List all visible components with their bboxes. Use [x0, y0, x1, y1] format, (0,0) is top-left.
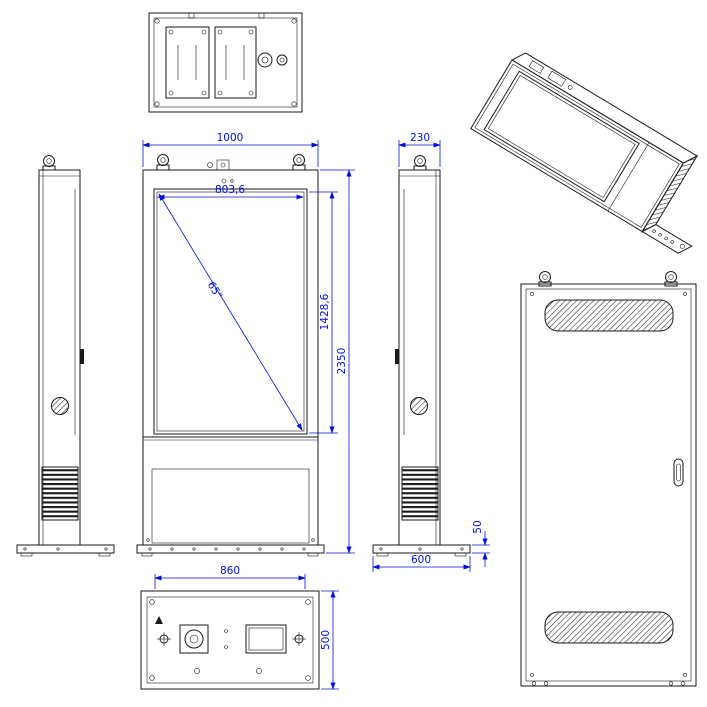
cable-entry-plate	[245, 624, 287, 654]
dim-base-depth: 600	[372, 554, 471, 572]
back-screws	[530, 292, 687, 686]
speaker-grille	[410, 397, 428, 415]
orientation-mark	[155, 616, 163, 624]
lifting-eye-right	[292, 154, 306, 171]
base-plate	[372, 544, 471, 557]
dim-base-height: 50	[472, 520, 490, 567]
dim-label-600: 600	[411, 554, 431, 566]
door-handle	[673, 458, 684, 487]
dim-total-height: 2350	[320, 169, 355, 554]
iso-screen	[483, 70, 640, 203]
view-top	[148, 12, 303, 113]
dim-overall-width: 1000	[142, 132, 319, 167]
iso-top-connectors	[528, 60, 573, 90]
back-vent-bottom	[544, 611, 674, 644]
iso-end-vent	[640, 154, 699, 233]
view-bottom	[140, 590, 320, 690]
lifting-eye	[413, 155, 427, 171]
dim-base-length: 500	[320, 590, 339, 690]
top-fittings	[207, 159, 230, 171]
dim-screen-width: 803,6	[157, 184, 304, 200]
side-vent	[401, 466, 439, 521]
view-front	[136, 154, 325, 557]
view-isometric	[470, 52, 699, 254]
back-door	[525, 288, 692, 682]
dim-label-230: 230	[410, 132, 430, 144]
lifting-eye-left	[156, 154, 170, 171]
door-lock	[395, 349, 399, 364]
dim-label-500: 500	[320, 630, 332, 650]
dim-screen-diagonal: 65"	[158, 193, 303, 431]
dim-screen-height: 1428,6	[309, 191, 338, 434]
dim-label-65in: 65"	[205, 280, 225, 302]
dim-depth: 230	[398, 132, 441, 167]
lifting-eye	[42, 155, 56, 171]
top-corner-screws	[154, 12, 297, 107]
camera-sensor	[221, 178, 234, 184]
back-cabinet	[520, 283, 697, 687]
base-plate	[16, 544, 115, 557]
dim-label-1000: 1000	[217, 132, 244, 144]
dim-label-803-6: 803,6	[215, 184, 245, 196]
speaker-grille	[51, 397, 69, 415]
top-cable-glands	[257, 52, 288, 68]
dim-label-50: 50	[472, 520, 484, 533]
iso-top-face	[510, 52, 699, 164]
front-base-plate	[136, 544, 325, 557]
dim-label-2350: 2350	[336, 348, 348, 375]
iso-base-flange	[641, 223, 693, 254]
view-side-right	[372, 155, 471, 557]
door-lock	[80, 349, 84, 364]
bottom-corner-screws	[149, 599, 311, 681]
view-side-left	[16, 155, 115, 557]
dim-label-1428-6: 1428,6	[319, 293, 331, 330]
cable-gland	[179, 624, 209, 654]
top-mounting-plates	[165, 26, 257, 99]
cabinet-body	[142, 169, 319, 546]
screen-glass	[156, 191, 305, 432]
lower-access-panel	[151, 468, 310, 544]
side-vent	[41, 466, 79, 521]
dim-label-860: 860	[220, 565, 240, 577]
bolt-hole-left	[157, 632, 171, 646]
dim-base-width: 860	[154, 565, 306, 589]
back-vent-top	[544, 299, 674, 332]
screen-bezel	[153, 188, 308, 435]
bolt-hole-right	[292, 632, 306, 646]
iso-front-face	[470, 59, 685, 233]
view-back	[520, 271, 697, 687]
